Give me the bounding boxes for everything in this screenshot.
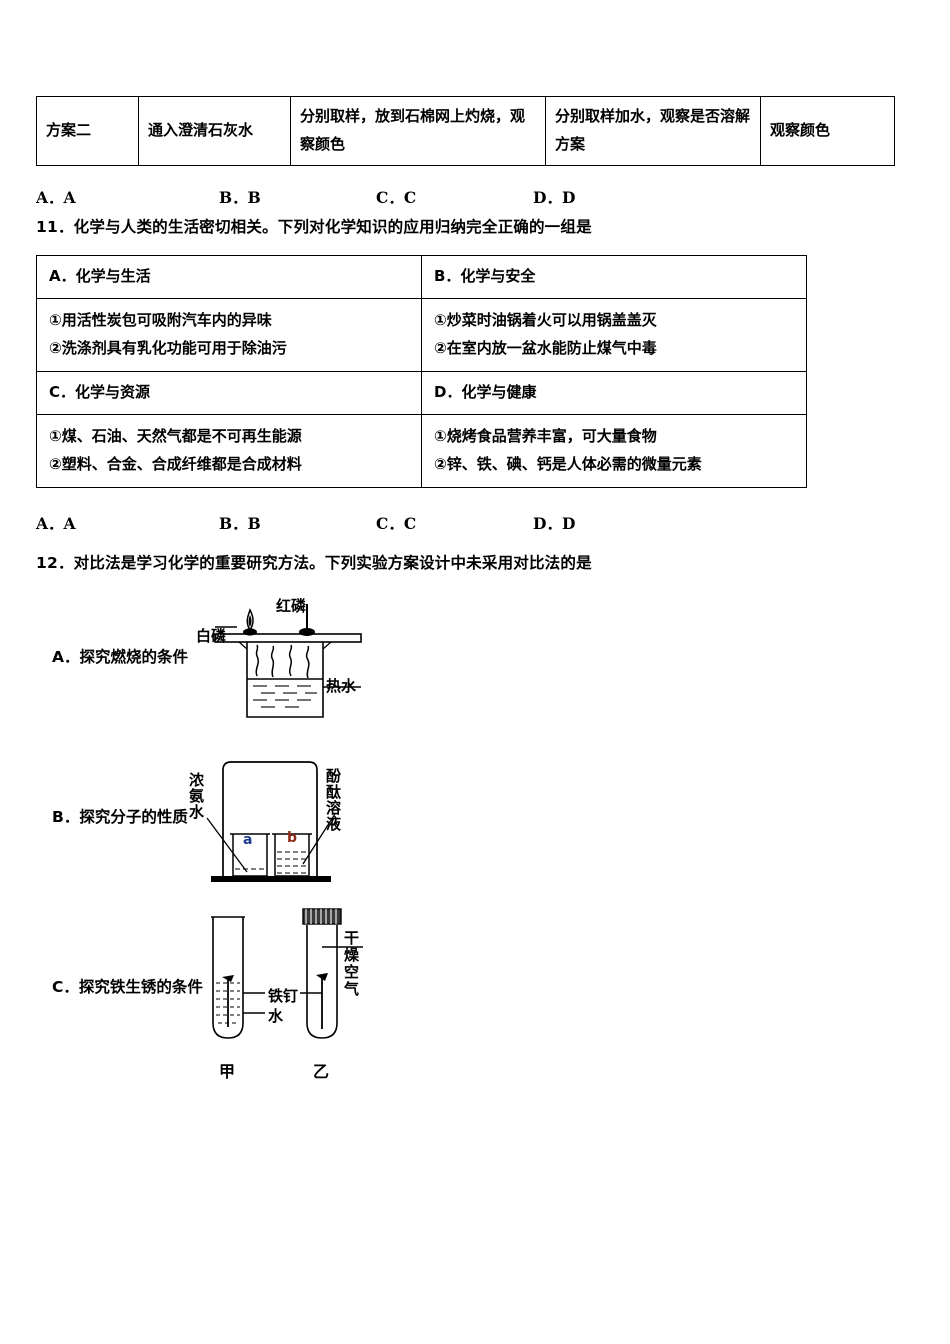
table-row: C．化学与资源 D．化学与健康 xyxy=(36,371,807,415)
iron-nail-label: 铁钉 xyxy=(268,987,299,1005)
scheme-step2-cell: 分别取样，放到石棉网上灼烧，观察颜色 xyxy=(290,96,546,166)
q11-b-line-1: ①炒菜时油锅着火可以用锅盖盖灭 xyxy=(434,311,657,330)
q11-cell-c-body: ①煤、石油、天然气都是不可再生能源 ②塑料、合金、合成纤维都是合成材料 xyxy=(36,414,422,488)
beaker-b-label: b xyxy=(287,830,298,846)
q11-a-line-1: ①用活性炭包可吸附汽车内的异味 xyxy=(49,311,272,330)
table-row: A．化学与生活 B．化学与安全 xyxy=(36,255,807,299)
tube-jia-label: 甲 xyxy=(219,1062,236,1081)
hot-water-label: 热水 xyxy=(326,677,357,695)
scheme-comparison-table: 方案二 通入澄清石灰水 分别取样，放到石棉网上灼烧，观察颜色 分别取样加水，观察… xyxy=(36,96,895,166)
option-c-q10[interactable]: C．C xyxy=(376,188,417,207)
q11-cell-b-header: B．化学与安全 xyxy=(421,255,807,299)
combustion-conditions-figure xyxy=(214,604,362,718)
beaker-a-label: a xyxy=(243,832,253,848)
water-label: 水 xyxy=(268,1007,284,1025)
options-row-q11: A．A B．B C．C D．D xyxy=(36,512,896,534)
iron-rusting-figure xyxy=(211,908,363,1039)
option-b-q11[interactable]: B．B xyxy=(219,514,261,533)
scheme-step1-cell: 通入澄清石灰水 xyxy=(138,96,291,166)
tube-yi-label: 乙 xyxy=(313,1062,330,1081)
question-11-table: A．化学与生活 B．化学与安全 ①用活性炭包可吸附汽车内的异味 ②洗涤剂具有乳化… xyxy=(36,255,807,488)
q11-cell-d-header: D．化学与健康 xyxy=(421,371,807,415)
q11-cell-c-header: C．化学与资源 xyxy=(36,371,422,415)
q12-choice-b-label[interactable]: B．探究分子的性质 xyxy=(52,808,188,826)
option-a-q11[interactable]: A．A xyxy=(36,514,76,533)
q11-c-line-2: ②塑料、合金、合成纤维都是合成材料 xyxy=(49,455,302,473)
question-12-stem: 12．对比法是学习化学的重要研究方法。下列实验方案设计中未采用对比法的是 xyxy=(36,554,592,572)
option-c-q11[interactable]: C．C xyxy=(376,514,417,533)
scheme-step3-cell: 分别取样加水，观察是否溶解方案 xyxy=(545,96,761,166)
scheme-step4-cell: 观察颜色 xyxy=(760,96,895,166)
dry-air-label: 干燥空气 xyxy=(342,930,360,998)
concentrated-ammonia-label: 浓氨水 xyxy=(187,772,205,820)
q11-c-line-1: ①煤、石油、天然气都是不可再生能源 xyxy=(49,427,302,446)
table-row: 方案二 通入澄清石灰水 分别取样，放到石棉网上灼烧，观察颜色 分别取样加水，观察… xyxy=(36,96,895,166)
option-d-q11[interactable]: D．D xyxy=(533,514,576,533)
q11-a-line-2: ②洗涤剂具有乳化功能可用于除油污 xyxy=(49,339,287,357)
q11-d-line-1: ①烧烤食品营养丰富，可大量食物 xyxy=(434,427,657,446)
table-row: ①用活性炭包可吸附汽车内的异味 ②洗涤剂具有乳化功能可用于除油污 ①炒菜时油锅着… xyxy=(36,298,807,372)
q11-b-line-2: ②在室内放一盆水能防止煤气中毒 xyxy=(434,339,657,357)
scheme-name-cell: 方案二 xyxy=(36,96,139,166)
q11-cell-d-body: ①烧烤食品营养丰富，可大量食物 ②锌、铁、碘、钙是人体必需的微量元素 xyxy=(421,414,807,488)
white-phosphorus-label: 白磷 xyxy=(196,627,227,645)
table-row: ①煤、石油、天然气都是不可再生能源 ②塑料、合金、合成纤维都是合成材料 ①烧烤食… xyxy=(36,414,807,488)
option-b-q10[interactable]: B．B xyxy=(219,188,261,207)
molecular-properties-figure xyxy=(206,761,336,882)
option-a-q10[interactable]: A．A xyxy=(36,188,76,207)
option-d-q10[interactable]: D．D xyxy=(533,188,576,207)
question-11-stem: 11．化学与人类的生活密切相关。下列对化学知识的应用归纳完全正确的一组是 xyxy=(36,218,592,236)
phenolphthalein-label: 酚酞溶液 xyxy=(324,768,342,832)
q12-choice-c-label[interactable]: C．探究铁生锈的条件 xyxy=(52,978,203,996)
q11-cell-a-body: ①用活性炭包可吸附汽车内的异味 ②洗涤剂具有乳化功能可用于除油污 xyxy=(36,298,422,372)
q11-d-line-2: ②锌、铁、碘、钙是人体必需的微量元素 xyxy=(434,455,702,473)
red-phosphorus-label: 红磷 xyxy=(276,597,307,615)
q12-choice-a-label[interactable]: A．探究燃烧的条件 xyxy=(52,648,188,666)
q11-cell-a-header: A．化学与生活 xyxy=(36,255,422,299)
options-row-q10: A．A B．B C．C D．D xyxy=(36,186,896,208)
q11-cell-b-body: ①炒菜时油锅着火可以用锅盖盖灭 ②在室内放一盆水能防止煤气中毒 xyxy=(421,298,807,372)
